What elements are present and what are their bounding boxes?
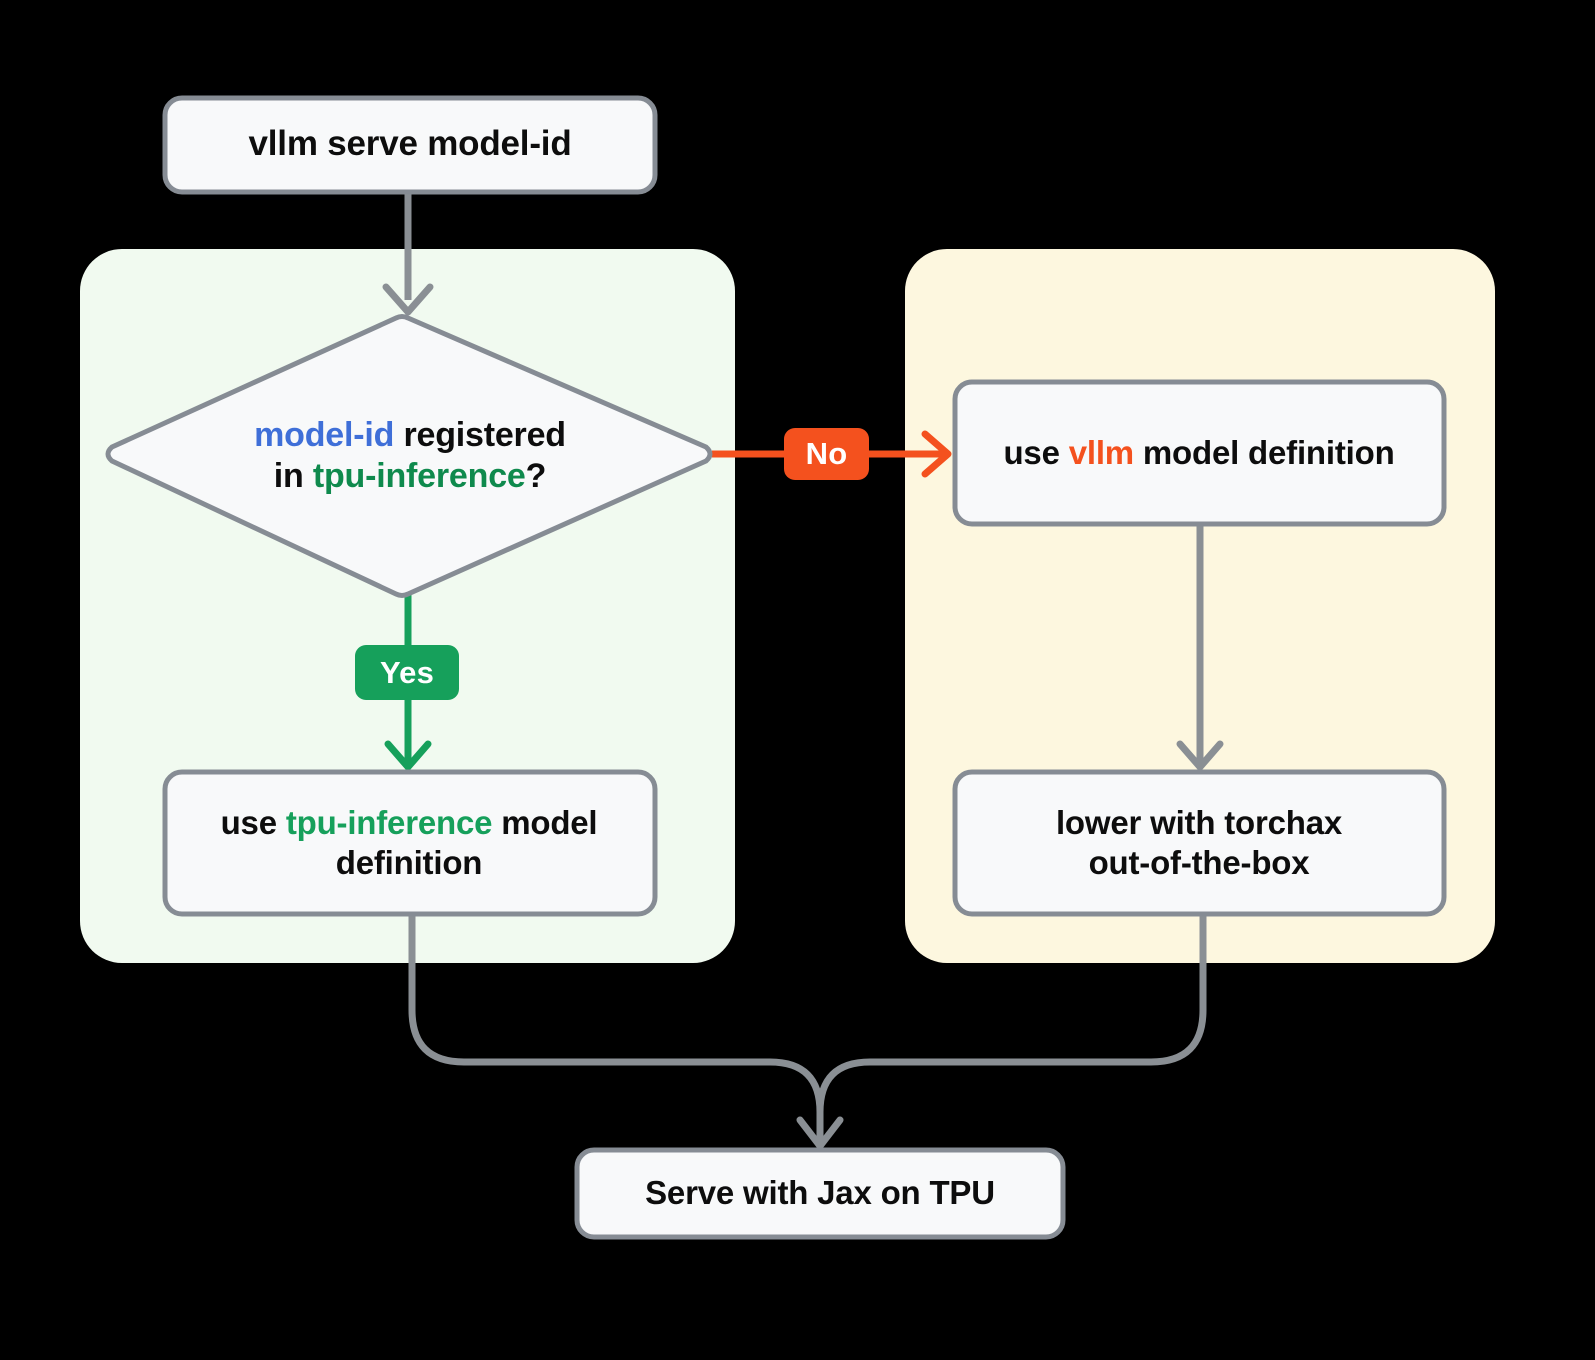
node-right-input[interactable] <box>952 379 1447 527</box>
node-decision-diamond[interactable] <box>105 314 713 598</box>
node-left-output[interactable] <box>162 769 658 917</box>
edge-right-input-to-right-output <box>1176 524 1224 771</box>
edge-label-yes[interactable]: Yes <box>355 645 459 700</box>
edge-start-to-decision <box>382 192 434 316</box>
edge-label-no[interactable]: No <box>784 428 869 480</box>
node-final[interactable] <box>574 1147 1066 1240</box>
node-right-output[interactable] <box>952 769 1447 917</box>
edge-merge-arrow <box>796 1090 844 1150</box>
edge-right-output-to-final <box>816 910 1207 1116</box>
edge-left-output-to-final <box>408 910 824 1116</box>
node-start[interactable] <box>162 95 658 195</box>
